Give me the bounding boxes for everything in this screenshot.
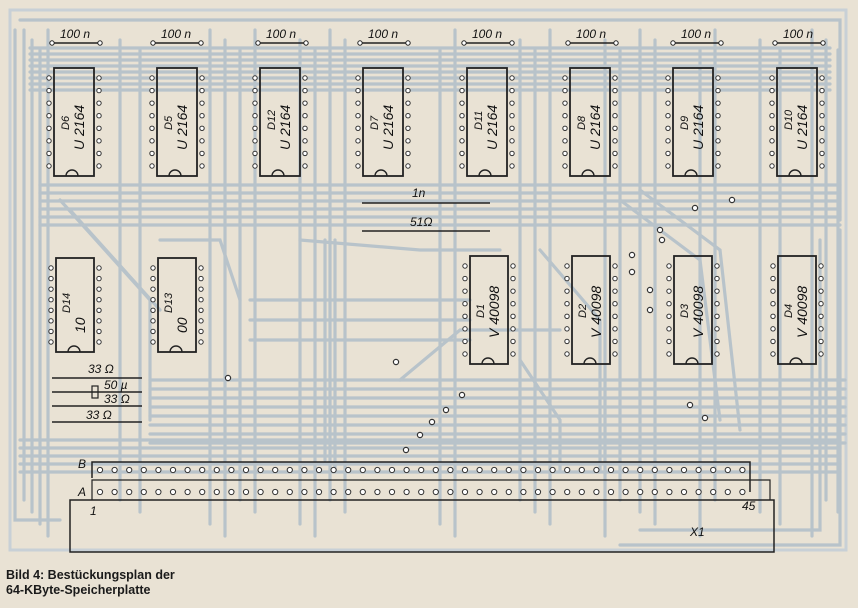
left-comp-3-label: 33 Ω	[86, 408, 112, 422]
caption-line-2: 64-KByte-Speicherplatte	[6, 583, 151, 597]
ram-chip-d10-type: U 2164	[794, 105, 810, 150]
connector-pin-first-label: 1	[90, 504, 97, 518]
driver-chip-d1-type: V 40098	[486, 286, 502, 338]
ram-chip-d11-id: D11	[473, 111, 485, 130]
driver-chip-d4-id: D4	[783, 304, 795, 318]
logic-chip-d14-type: 10	[72, 317, 88, 333]
left-comp-1-label: 50 µ	[104, 378, 128, 392]
driver-chip-d3-id: D3	[679, 303, 691, 318]
ram-chip-d10-id: D10	[783, 109, 795, 130]
mid-components: 1n 51Ω	[362, 186, 490, 232]
ram-chip-d12-id: D12	[266, 110, 278, 130]
connector-row-a-label: A	[77, 485, 86, 499]
ram-chip-d7-type: U 2164	[380, 105, 396, 150]
ram-chip-d7-id: D7	[369, 115, 381, 130]
connector-x1: B A 1 45 X1	[69, 457, 775, 553]
ram-chip-d5-id: D5	[163, 115, 175, 130]
ram-chip-d6-type: U 2164	[71, 105, 87, 150]
mid-cap-label: 1n	[412, 186, 426, 200]
logic-chip-d13-id: D13	[163, 292, 175, 313]
ram-chip-d11-type: U 2164	[484, 105, 500, 150]
caption-line-1: Bild 4: Bestückungsplan der	[6, 568, 175, 582]
driver-chip-d2-id: D2	[577, 304, 589, 318]
ram-chip-d8-id: D8	[576, 115, 588, 130]
ram-chip-d8-type: U 2164	[587, 105, 603, 150]
driver-chip-d4-type: V 40098	[794, 286, 810, 338]
connector-row-a-pins	[96, 488, 746, 496]
ram-chip-d9-id: D9	[679, 116, 691, 130]
board-outline	[8, 8, 848, 552]
left-comp-2-label: 33 Ω	[104, 392, 130, 406]
mid-res-label: 51Ω	[410, 215, 432, 229]
cap-label-4: 100 n	[472, 27, 502, 41]
connector-name: X1	[689, 525, 705, 539]
ram-chip-d9-type: U 2164	[690, 105, 706, 150]
driver-chip-d3-type: V 40098	[690, 286, 706, 338]
figure-caption: Bild 4: Bestückungsplan der 64-KByte-Spe…	[6, 568, 175, 598]
connector-pin-last-label: 45	[742, 499, 756, 513]
cap-label-1: 100 n	[161, 27, 191, 41]
left-components: 33 Ω 50 µ 33 Ω 33 Ω	[52, 362, 142, 423]
cap-label-5: 100 n	[576, 27, 606, 41]
cap-label-2: 100 n	[266, 27, 296, 41]
cap-label-7: 100 n	[783, 27, 813, 41]
connector-row-b-label: B	[78, 457, 86, 471]
ram-chip-d12-type: U 2164	[277, 105, 293, 150]
driver-chip-d2-type: V 40098	[588, 286, 604, 338]
left-comp-0-label: 33 Ω	[88, 362, 114, 376]
ram-chip-d6-id: D6	[60, 115, 72, 130]
logic-chip-d13-type: 00	[174, 317, 190, 333]
cap-label-0: 100 n	[60, 27, 90, 41]
cap-label-6: 100 n	[681, 27, 711, 41]
via-holes	[224, 196, 736, 454]
connector-row-b-pins	[96, 466, 746, 474]
cap-label-3: 100 n	[368, 27, 398, 41]
copper-traces	[13, 18, 847, 547]
ram-chip-d5-type: U 2164	[174, 105, 190, 150]
driver-chip-d1-id: D1	[475, 304, 487, 318]
decoupling-capacitors: 100 n 100 n 100 n 100 n 100 n 100 n 100 n 100 n	[49, 27, 826, 46]
logic-chip-d14-id: D14	[61, 293, 73, 313]
